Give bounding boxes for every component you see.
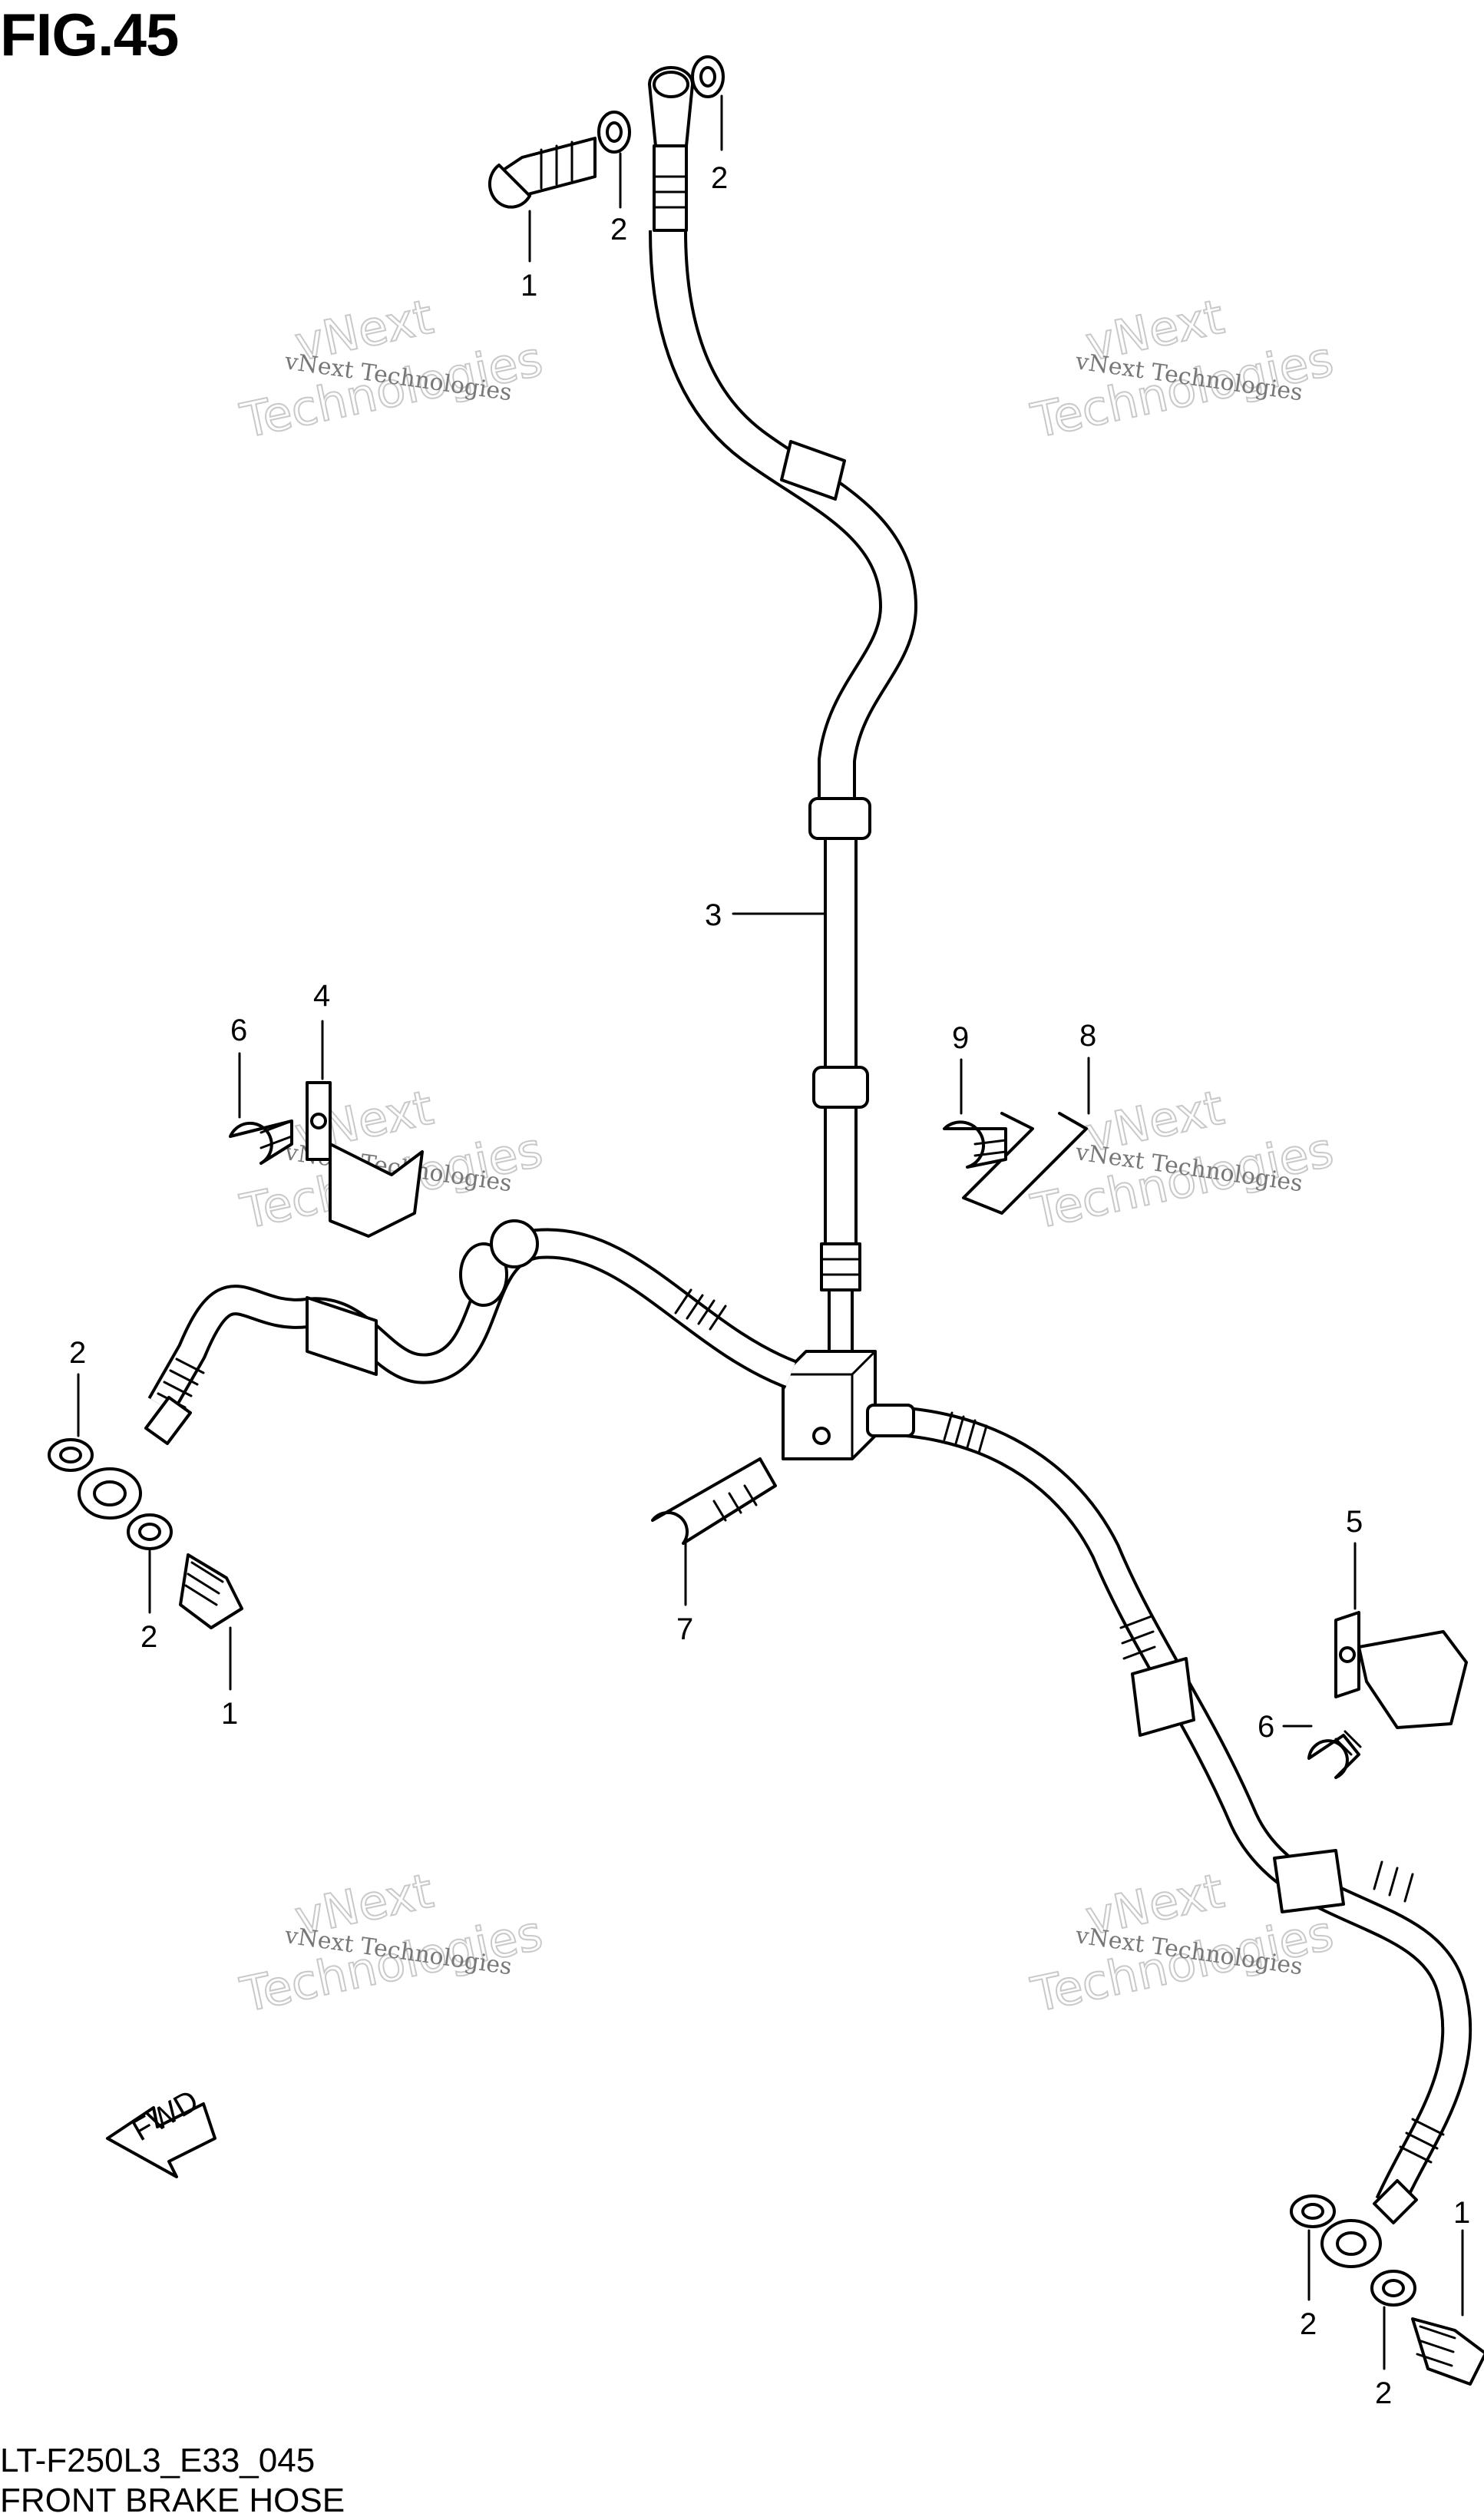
leader-lines — [77, 94, 1464, 2370]
figure-title: FIG.45 — [0, 1, 179, 68]
watermark-bottom-left: Technologies vNext vNext Technologies — [235, 1862, 548, 2024]
callout-9: 9 — [952, 1021, 969, 1055]
fwd-arrow: FWD — [106, 2084, 216, 2178]
watermark-top-left: Technologies vNext vNext Technologies — [235, 288, 548, 450]
junction-bolt — [651, 1457, 777, 1545]
callout-8: 8 — [1079, 1019, 1096, 1053]
callout-4: 4 — [313, 979, 330, 1013]
callout-6: 6 — [230, 1014, 247, 1047]
callout-2: 2 — [1300, 2307, 1317, 2341]
junction-block — [782, 1350, 877, 1460]
bracket-bolt-right — [1307, 1730, 1362, 1779]
callout-2: 2 — [610, 213, 627, 246]
watermark-top-right: Technologies vNext vNext Technologies — [1026, 288, 1339, 450]
hose-bracket-right — [1334, 1611, 1468, 1729]
clip-bolt — [943, 1120, 1007, 1169]
callout-1: 1 — [1453, 2196, 1470, 2230]
callout-5: 5 — [1346, 1505, 1363, 1539]
right-brake-hose — [866, 1404, 1484, 2386]
callout-2: 2 — [140, 1620, 157, 1654]
callout-6: 6 — [1258, 1710, 1274, 1744]
callout-1: 1 — [221, 1697, 238, 1731]
top-union-bolt — [488, 137, 597, 209]
upper-brake-hose — [648, 66, 917, 1353]
callout-2: 2 — [69, 1336, 86, 1370]
callout-2: 2 — [1375, 2376, 1392, 2410]
watermark-bottom-right: Technologies vNext vNext Technologies — [1026, 1862, 1339, 2024]
top-washer-left — [597, 111, 631, 154]
left-brake-hose — [48, 1219, 797, 1629]
callout-7: 7 — [676, 1612, 693, 1646]
hose-bracket-left — [306, 1081, 424, 1238]
hose-clip — [962, 1112, 1088, 1215]
watermark-mid-right: Technologies vNext vNext Technologies — [1026, 1079, 1339, 1241]
callout-2: 2 — [711, 161, 728, 195]
figure-code: LT-F250L3_E33_045 — [0, 2442, 316, 2479]
callout-labels: 1 2 2 3 4 6 9 8 2 2 1 7 5 6 2 2 1 — [69, 161, 1470, 2410]
callout-3: 3 — [705, 898, 722, 932]
top-washer-right — [691, 55, 725, 98]
callout-1: 1 — [521, 269, 537, 303]
bracket-bolt-left — [229, 1119, 293, 1165]
figure-name: FRONT BRAKE HOSE — [0, 2482, 345, 2519]
